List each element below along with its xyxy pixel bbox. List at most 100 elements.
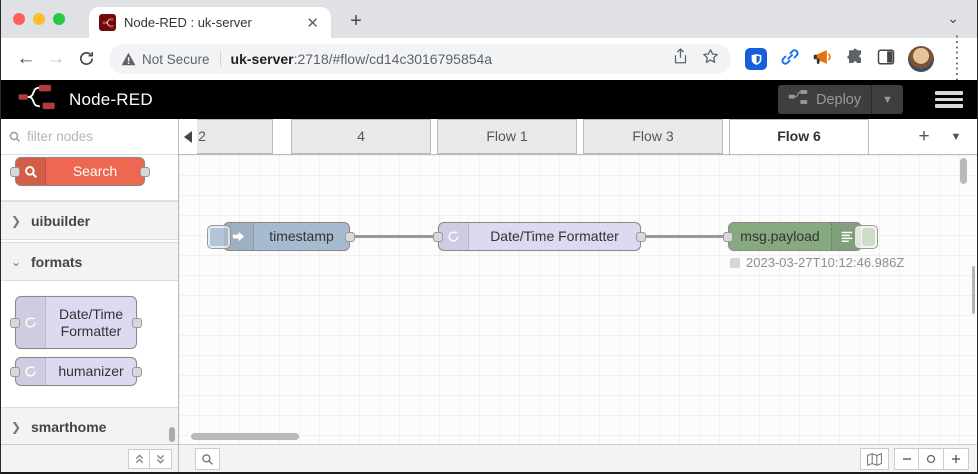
palette-node-datetime-formatter[interactable]: Date/Time Formatter bbox=[10, 296, 142, 349]
inject-arrow-icon bbox=[224, 223, 254, 250]
collapse-all-categories-button[interactable] bbox=[128, 449, 150, 469]
palette-footer bbox=[1, 444, 179, 472]
zoom-in-button[interactable] bbox=[944, 448, 969, 470]
share-icon[interactable] bbox=[673, 48, 688, 70]
flow-canvas[interactable]: timestamp Date/Time Formatter msg.payloa… bbox=[179, 155, 977, 444]
node-red-header: Node-RED Deploy ▼ bbox=[1, 80, 977, 119]
deploy-icon bbox=[788, 89, 808, 110]
node-label: timestamp bbox=[269, 228, 334, 245]
main-menu-icon[interactable] bbox=[935, 88, 963, 111]
browser-tab[interactable]: Node-RED : uk-server ✕ bbox=[89, 7, 331, 38]
palette-node-humanizer[interactable]: humanizer bbox=[10, 357, 142, 386]
deploy-label: Deploy bbox=[815, 91, 862, 108]
node-label: humanizer bbox=[58, 363, 124, 380]
megaphone-extension-icon[interactable] bbox=[813, 48, 833, 71]
status-square-icon bbox=[730, 257, 740, 268]
palette-node-search[interactable]: Search bbox=[10, 157, 150, 186]
node-input-port[interactable] bbox=[10, 366, 20, 377]
link-extension-icon[interactable] bbox=[780, 47, 800, 72]
node-input-port[interactable] bbox=[10, 166, 20, 177]
url-text[interactable]: uk-server:2718/#flow/cd14c3016795854a bbox=[231, 51, 665, 67]
palette-filter bbox=[1, 119, 178, 155]
node-label: Search bbox=[72, 163, 118, 180]
flow-tab-flow1[interactable]: Flow 1 bbox=[437, 119, 577, 154]
palette-scrollbar[interactable] bbox=[169, 427, 175, 442]
page-scrollbar[interactable] bbox=[972, 266, 975, 314]
navigator-button[interactable] bbox=[860, 448, 889, 470]
node-red-logo-icon bbox=[17, 84, 59, 115]
node-input-port[interactable] bbox=[723, 231, 733, 242]
zoom-out-button[interactable] bbox=[894, 448, 919, 470]
node-palette: Search ❯ uibuilder ⌄ formats Date/Time F… bbox=[1, 119, 179, 446]
browser-menu-icon[interactable]: ⋮⋮⋮ bbox=[949, 34, 965, 83]
flow-tab-4[interactable]: 4 bbox=[291, 119, 431, 154]
datetime-formatter-node[interactable]: Date/Time Formatter bbox=[433, 222, 646, 251]
flow-list-caret-icon[interactable]: ▼ bbox=[950, 131, 962, 143]
flow-tab-flow3[interactable]: Flow 3 bbox=[583, 119, 723, 154]
minimize-window-button[interactable] bbox=[33, 13, 45, 25]
palette-divider bbox=[1, 200, 178, 201]
chevron-down-icon: ⌄ bbox=[10, 254, 22, 269]
omnibox-divider bbox=[219, 51, 221, 67]
palette-category-smarthome[interactable]: ❯ smarthome bbox=[1, 407, 178, 446]
deploy-button[interactable]: Deploy ▼ bbox=[777, 85, 903, 114]
filter-nodes-input[interactable] bbox=[27, 129, 157, 144]
flow-tab-flow6[interactable]: Flow 6 bbox=[729, 119, 869, 154]
palette-category-formats[interactable]: ⌄ formats bbox=[1, 242, 178, 281]
reload-button[interactable] bbox=[71, 48, 101, 70]
url-host: uk-server bbox=[230, 51, 294, 67]
node-output-port[interactable] bbox=[140, 166, 150, 177]
category-label: smarthome bbox=[31, 418, 107, 435]
node-red-favicon bbox=[99, 14, 116, 31]
tab-scroll-left-button[interactable] bbox=[179, 119, 197, 154]
node-input-port[interactable] bbox=[10, 317, 20, 328]
bitwarden-extension-icon[interactable] bbox=[745, 48, 767, 70]
deploy-options-caret-icon[interactable]: ▼ bbox=[882, 93, 893, 106]
triangle-left-icon bbox=[184, 130, 192, 143]
bookmark-star-icon[interactable] bbox=[702, 48, 719, 70]
node-output-port[interactable] bbox=[345, 231, 355, 242]
node-output-port[interactable] bbox=[132, 317, 142, 328]
zoom-reset-button[interactable] bbox=[919, 448, 944, 470]
node-label: Date/Time Formatter bbox=[490, 228, 619, 245]
node-input-port[interactable] bbox=[433, 231, 443, 242]
canvas-vertical-scrollbar[interactable] bbox=[960, 158, 967, 184]
wires bbox=[351, 235, 731, 238]
debug-node-status: 2023-03-27T10:12:46.986Z bbox=[730, 255, 904, 270]
flow-tab-bar: 2 4 Flow 1 Flow 3 Flow 6 + ▼ bbox=[179, 119, 977, 155]
debug-node-msg-payload[interactable]: msg.payload bbox=[723, 222, 878, 251]
search-node-icon bbox=[16, 158, 46, 185]
timer-icon bbox=[439, 223, 469, 250]
new-tab-button[interactable]: + bbox=[350, 10, 362, 32]
debug-list-icon bbox=[831, 223, 861, 250]
expand-all-categories-button[interactable] bbox=[150, 449, 172, 469]
sidepanel-icon[interactable] bbox=[877, 48, 895, 71]
security-label: Not Secure bbox=[142, 51, 210, 67]
chevron-right-icon: ❯ bbox=[10, 213, 22, 228]
extensions-puzzle-icon[interactable] bbox=[846, 48, 864, 71]
profile-avatar[interactable] bbox=[908, 46, 934, 72]
filter-search-icon bbox=[9, 131, 21, 142]
tab-search-chevron-icon[interactable]: ⌄ bbox=[947, 10, 959, 26]
node-output-port[interactable] bbox=[636, 231, 646, 242]
not-secure-warning-icon[interactable] bbox=[121, 52, 136, 66]
address-bar[interactable]: Not Secure uk-server:2718/#flow/cd14c301… bbox=[109, 44, 731, 74]
tab-close-icon[interactable]: ✕ bbox=[306, 14, 319, 32]
node-output-port[interactable] bbox=[132, 366, 142, 377]
canvas-horizontal-scrollbar[interactable] bbox=[191, 433, 299, 440]
canvas-search-button[interactable] bbox=[195, 448, 220, 470]
close-window-button[interactable] bbox=[13, 13, 25, 25]
add-flow-button[interactable]: + bbox=[918, 126, 930, 147]
url-path: :2718/#flow/cd14c3016795854a bbox=[293, 51, 493, 67]
tab-title: Node-RED : uk-server bbox=[124, 15, 252, 30]
mac-titlebar: Node-RED : uk-server ✕ + ⌄ bbox=[1, 0, 977, 38]
inject-node-timestamp[interactable]: timestamp bbox=[207, 222, 355, 251]
back-button[interactable]: ← bbox=[16, 48, 36, 69]
app-title: Node-RED bbox=[69, 89, 153, 109]
forward-button[interactable]: → bbox=[46, 48, 66, 69]
fullscreen-window-button[interactable] bbox=[53, 13, 65, 25]
palette-category-uibuilder[interactable]: ❯ uibuilder bbox=[1, 201, 178, 240]
canvas-footer bbox=[179, 444, 977, 472]
node-label: Date/Time Formatter bbox=[58, 306, 124, 339]
